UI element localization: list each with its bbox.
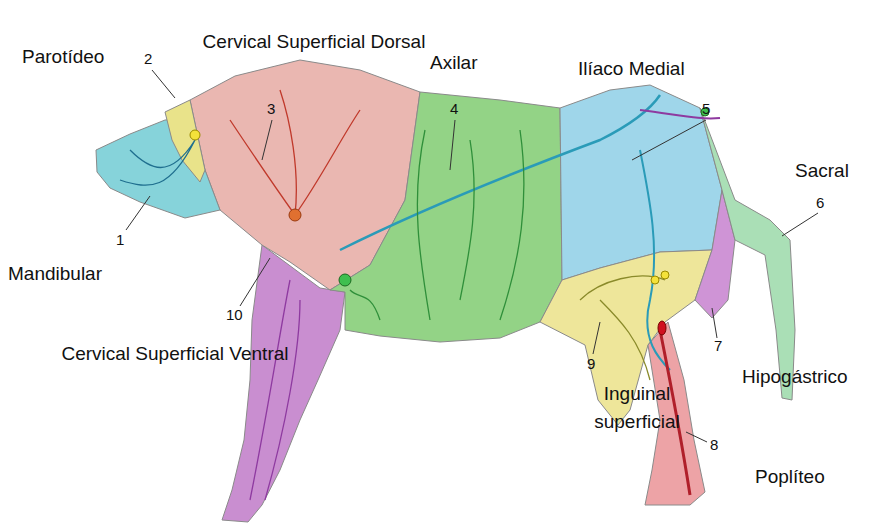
- leader-line: [686, 432, 707, 442]
- callout-number: 9: [587, 355, 595, 373]
- vessel: [580, 276, 665, 380]
- region-name: Cervical Superficial Dorsal: [198, 28, 430, 56]
- callout-number: 3: [267, 100, 275, 118]
- region-name: Axilar: [430, 52, 478, 75]
- callout-number: 2: [144, 50, 152, 68]
- vessel: [340, 95, 660, 250]
- callout-number: 7: [714, 337, 722, 355]
- region-name: Sacral: [795, 160, 849, 183]
- leader-line: [712, 308, 717, 338]
- region-sacral: [700, 108, 795, 400]
- region-name: Ilíaco Medial: [578, 58, 685, 81]
- lymph-node: [661, 271, 669, 279]
- callout-number: 10: [226, 306, 243, 324]
- vessel: [250, 280, 300, 500]
- leader-line: [152, 70, 175, 98]
- vessel: [230, 90, 360, 215]
- leader-line: [782, 213, 818, 236]
- region-name: Hipogástrico: [742, 366, 848, 389]
- region-name: Inguinal superficial: [572, 380, 702, 435]
- region-name: Poplíteo: [755, 466, 825, 489]
- callout-number: 8: [710, 436, 718, 454]
- callout-number: 5: [702, 100, 710, 118]
- lymph-node: [339, 274, 351, 286]
- leader-line: [240, 258, 270, 306]
- leader-line: [262, 120, 272, 160]
- region-name: Parotídeo: [22, 46, 104, 69]
- lymph-node: [651, 276, 659, 284]
- region-parotid: [165, 100, 205, 182]
- lymph-node: [190, 130, 200, 140]
- region-axillary: [330, 92, 562, 342]
- lymph-node: [658, 321, 666, 335]
- leader-line: [632, 120, 706, 160]
- callout-number: 1: [116, 231, 124, 249]
- callout-number: 6: [816, 194, 824, 212]
- region-name: Cervical Superficial Ventral: [60, 340, 290, 368]
- region-name: Mandibular: [8, 263, 102, 286]
- callout-number: 4: [450, 100, 458, 118]
- leader-line: [126, 196, 150, 230]
- lymph-node: [289, 209, 301, 221]
- vessel: [350, 130, 524, 320]
- vessel: [640, 150, 670, 370]
- leader-line: [450, 120, 455, 170]
- vessel: [120, 140, 195, 185]
- leader-line: [593, 322, 600, 354]
